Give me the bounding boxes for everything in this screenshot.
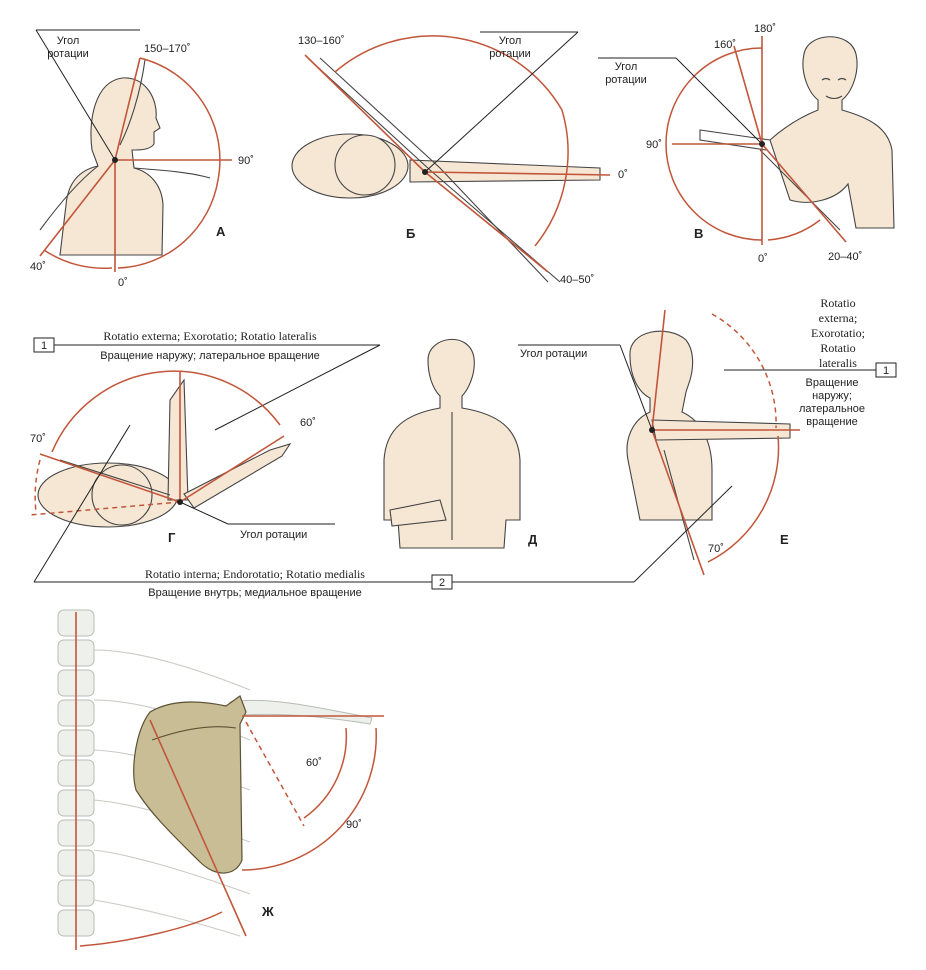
panel-e-latin-5: lateralis — [819, 356, 857, 370]
panel-g-deg-left: 70˚ — [30, 433, 46, 445]
panel-b-rotation-label-1: Угол — [499, 35, 522, 47]
panel-a-rotation-label-2: ротации — [47, 48, 89, 60]
panel-a-deg-left: 40˚ — [30, 261, 46, 273]
panel-e-latin-3: Exorotatio; — [811, 326, 865, 340]
panel-e-ru-1: Вращение — [806, 377, 859, 389]
panel-b-head — [335, 135, 395, 195]
panel-e-ru-4: вращение — [806, 416, 857, 428]
legend-two-ru: Вращение внутрь; медиальное вращение — [148, 587, 362, 599]
legend-two-number: 2 — [439, 577, 445, 589]
legend-one-ru: Вращение наружу; латеральное вращение — [100, 350, 319, 362]
legend-one-number-e: 1 — [883, 365, 889, 377]
panel-v-deg-bottom: 0˚ — [758, 253, 768, 265]
panel-e-latin-4: Rotatio — [820, 341, 855, 355]
panel-b-arm — [410, 160, 600, 182]
panel-b-deg-top: 130–160˚ — [298, 35, 345, 47]
panel-b-deg-bottom: 40–50˚ — [560, 274, 594, 286]
panel-e: Угол ротации 1 Rotatio externa; Exorotat… — [518, 296, 896, 575]
panel-zh-letter: Ж — [261, 904, 274, 919]
panel-g-rotation-label: Угол ротации — [240, 529, 307, 541]
panel-v-figure — [770, 37, 894, 228]
panel-v-deg-180: 180˚ — [754, 23, 776, 35]
panel-b-rotation-label-2: ротации — [489, 48, 531, 60]
panel-g: Угол ротации 70˚ 60˚ Г — [30, 371, 335, 545]
panel-v-deg-160: 160˚ — [714, 39, 736, 51]
panel-b: Угол ротации 130–160˚ 0˚ 40–50˚ Б — [292, 32, 628, 286]
clavicle — [230, 700, 372, 724]
panel-a-figure — [60, 78, 163, 255]
panel-e-latin-2: externa; — [819, 311, 858, 325]
panel-v: Угол ротации 160˚ 180˚ 90˚ 0˚ 20–40˚ В — [598, 23, 894, 265]
panel-v-deg-br: 20–40˚ — [828, 251, 862, 263]
panel-a-letter: А — [216, 224, 226, 239]
panel-d-letter: Д — [528, 532, 538, 547]
panel-zh-deg-60: 60˚ — [306, 757, 322, 769]
panel-e-ru-2: наружу; — [812, 390, 852, 402]
panel-v-letter: В — [694, 226, 703, 241]
panel-a: Угол ротации 150–170˚ 90˚ 40˚ 0˚ А — [30, 30, 254, 289]
panel-b-deg-right: 0˚ — [618, 169, 628, 181]
panel-zh: 60˚ 90˚ Ж — [58, 610, 384, 950]
panel-d: Д — [384, 339, 538, 548]
panel-e-ru-3: латеральное — [799, 403, 865, 415]
panel-g-letter: Г — [168, 530, 176, 545]
panel-e-rotation-label: Угол ротации — [520, 348, 587, 360]
legend-one-number: 1 — [41, 340, 47, 352]
panel-g-forearm-up — [168, 380, 188, 500]
panel-a-rotation-label-1: Угол — [57, 35, 80, 47]
panel-e-latin-1: Rotatio — [820, 296, 855, 310]
legend-two-latin: Rotatio interna; Endorotatio; Rotatio me… — [145, 567, 365, 581]
panel-v-rotation-label-1: Угол — [615, 61, 638, 73]
panel-b-letter: Б — [406, 226, 415, 241]
panel-a-deg-top: 150–170˚ — [144, 43, 191, 55]
panel-v-rotation-label-2: ротации — [605, 74, 647, 86]
panel-v-deg-left: 90˚ — [646, 139, 662, 151]
legend-one-latin: Rotatio externa; Exorotatio; Rotatio lat… — [103, 329, 317, 343]
panel-a-deg-bottom: 0˚ — [118, 277, 128, 289]
panel-g-forearm-out — [184, 444, 290, 508]
legend-one: 1 Rotatio externa; Exorotatio; Rotatio l… — [34, 329, 380, 430]
panel-e-deg-bottom: 70˚ — [708, 543, 724, 555]
panel-g-head — [92, 465, 152, 525]
panel-zh-deg-90: 90˚ — [346, 819, 362, 831]
panel-a-deg-right: 90˚ — [238, 155, 254, 167]
panel-g-deg-right: 60˚ — [300, 417, 316, 429]
panel-e-letter: Е — [780, 532, 789, 547]
